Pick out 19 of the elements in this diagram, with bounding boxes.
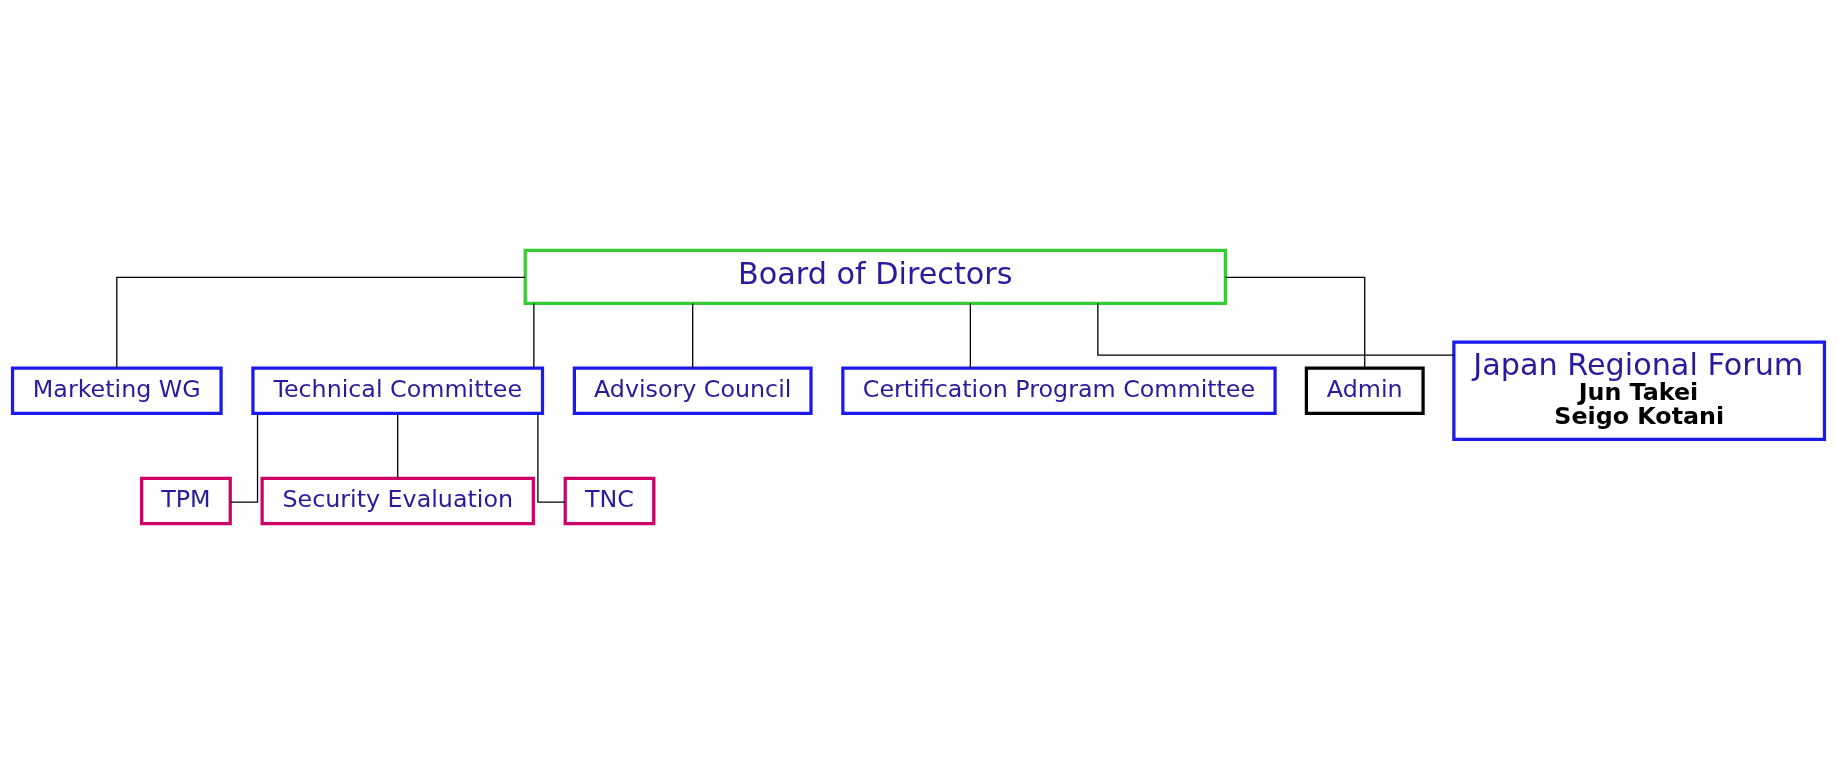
node-box: TPM bbox=[140, 476, 232, 525]
connector bbox=[229, 412, 259, 503]
connector bbox=[1224, 276, 1366, 368]
node-box: Advisory Council bbox=[572, 365, 813, 415]
node-box: Marketing WG bbox=[10, 365, 223, 415]
connector bbox=[969, 302, 971, 369]
connector bbox=[692, 302, 694, 369]
node-box: Security Evaluation bbox=[260, 476, 535, 525]
connector bbox=[537, 412, 566, 503]
node-box: TNC bbox=[563, 476, 656, 525]
connector bbox=[533, 302, 535, 369]
connector bbox=[116, 276, 526, 368]
connector bbox=[397, 412, 399, 479]
node-box: Technical Committee bbox=[251, 365, 545, 415]
node-box: Japan Regional Forum Jun Takei Seigo Kotani bbox=[1452, 340, 1827, 441]
connector bbox=[1097, 302, 1455, 356]
node-box: Board of Directors bbox=[523, 248, 1227, 305]
node-box: Admin bbox=[1304, 365, 1425, 415]
node-box: Certification Program Committee bbox=[841, 365, 1277, 415]
